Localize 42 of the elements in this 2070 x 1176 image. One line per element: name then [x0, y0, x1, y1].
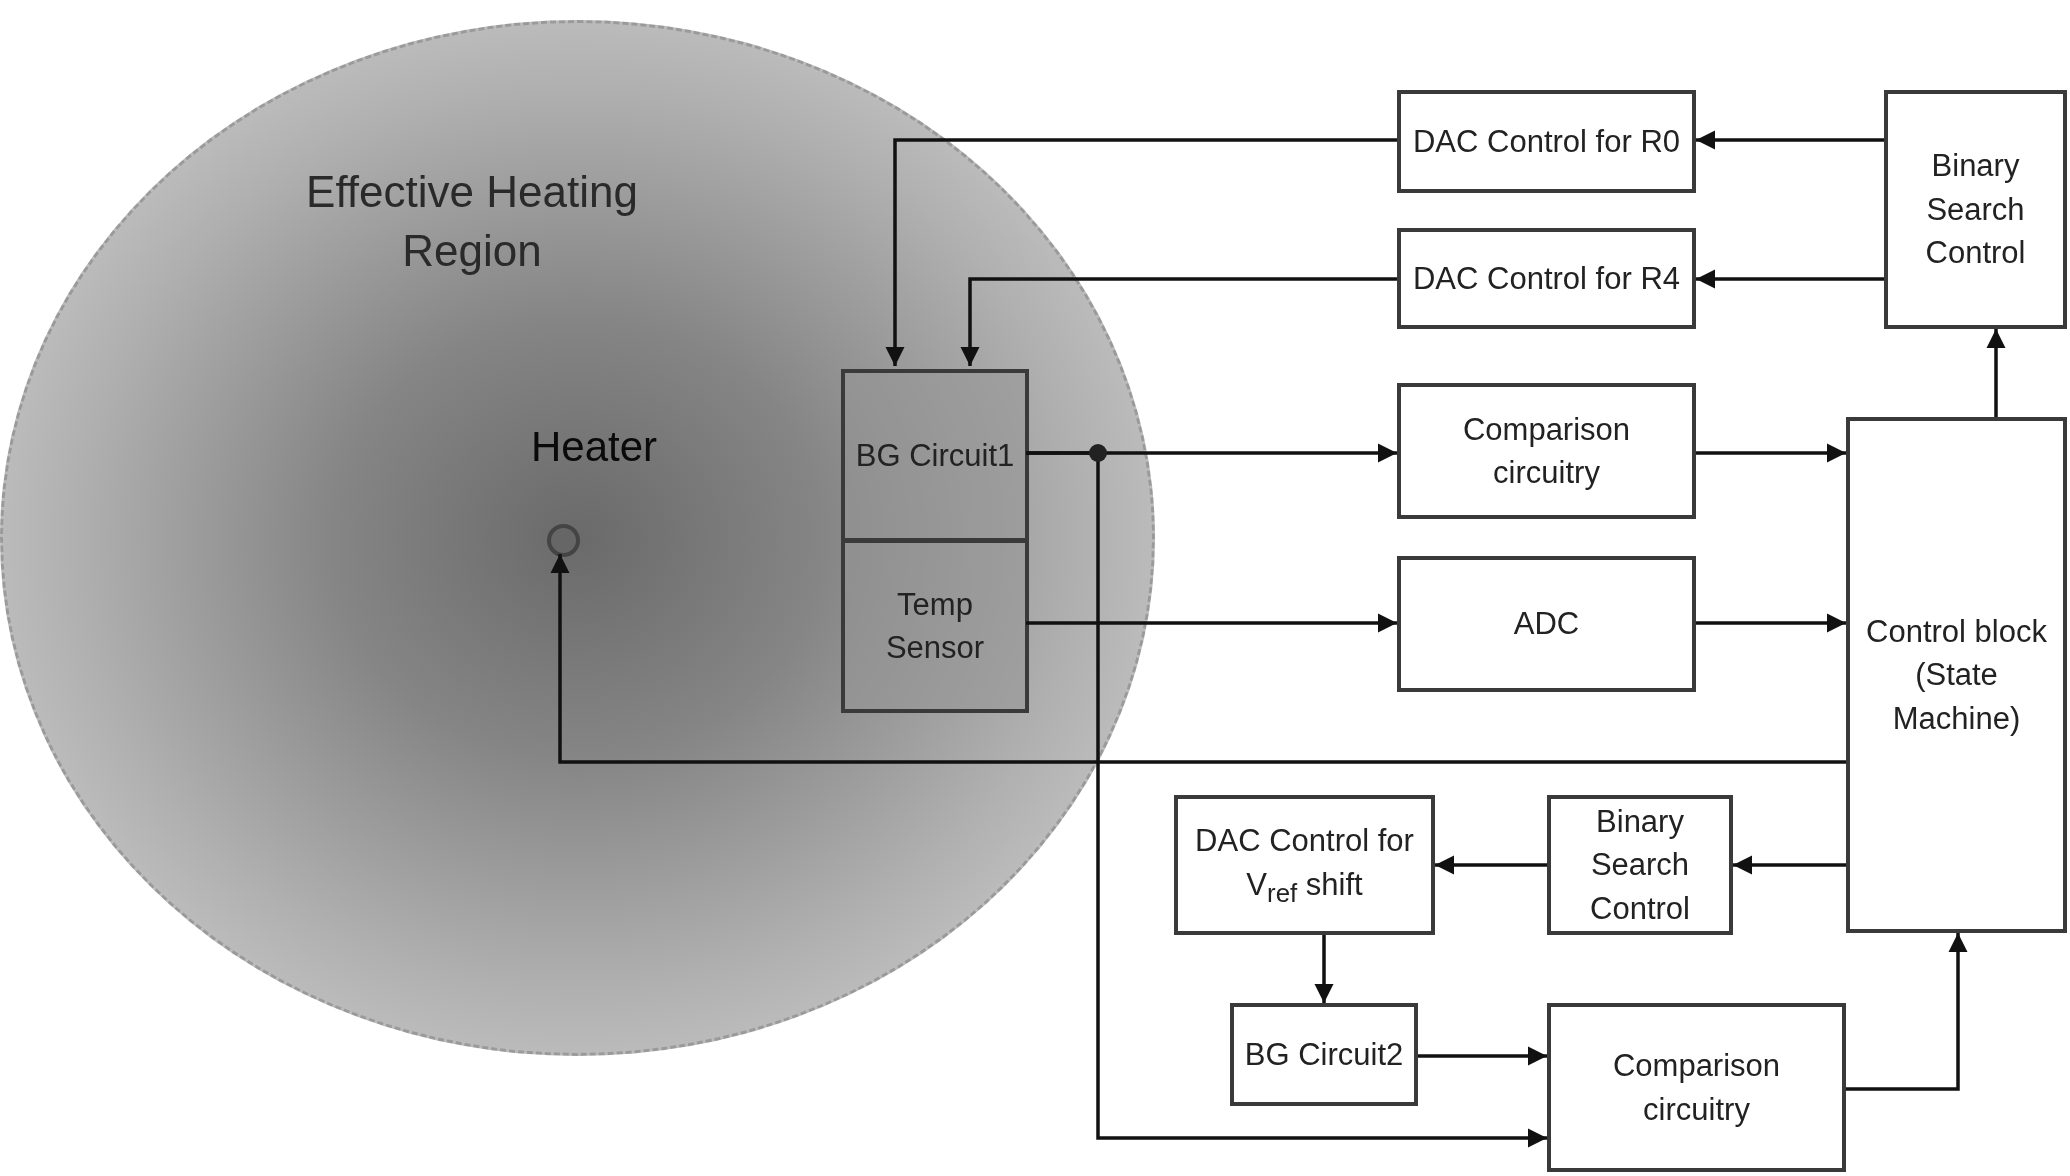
block-box — [1397, 90, 1696, 193]
block-label: DAC Control for R0 — [1412, 122, 1681, 161]
block-label: Comparison circuitry — [1461, 410, 1632, 492]
arrow — [1026, 451, 1547, 1148]
block-label: DAC Control for V$_{ref}$ shift — [1194, 822, 1415, 909]
block-label: Comparison circuitry — [1611, 1047, 1782, 1129]
arrow — [1696, 443, 1846, 463]
arrow — [960, 277, 1397, 366]
block-box — [1884, 90, 2067, 329]
block-label: Control block (State Machine) — [1865, 612, 2048, 738]
block-box — [1397, 228, 1696, 329]
arrow — [1733, 855, 1846, 875]
arrow — [1314, 935, 1334, 1003]
block-label: Binary Search Control — [1589, 802, 1691, 928]
arrow — [1435, 855, 1547, 875]
block-label: BG Circuit2 — [1243, 1035, 1405, 1074]
block-box — [1174, 795, 1435, 935]
arrow — [1846, 933, 1968, 1091]
arrow — [1696, 130, 1884, 150]
block-label: DAC Control for R4 — [1412, 259, 1681, 298]
circuit-box — [841, 369, 1029, 542]
arrow — [1986, 329, 2006, 417]
arrow — [1418, 1046, 1547, 1066]
arrow — [550, 554, 1846, 764]
block-label: Binary Search Control — [1924, 147, 2027, 273]
block-box — [1547, 1003, 1846, 1172]
block-box — [1397, 383, 1696, 519]
region-title: Effective Heating Region — [305, 166, 639, 278]
block-box — [1846, 417, 2067, 933]
arrow — [1696, 269, 1884, 289]
circuit-box — [841, 539, 1029, 713]
block-label: Temp Sensor — [884, 585, 986, 667]
arrow — [1026, 613, 1397, 633]
arrow — [1696, 613, 1846, 633]
heater-label: Heater — [531, 423, 658, 471]
arrow — [885, 138, 1397, 366]
block-label: ADC — [1512, 605, 1581, 644]
block-box — [1547, 795, 1733, 935]
block-box — [1230, 1003, 1418, 1106]
heater-icon — [547, 524, 580, 557]
block-box — [1397, 556, 1696, 692]
block-label: BG Circuit1 — [854, 436, 1016, 475]
